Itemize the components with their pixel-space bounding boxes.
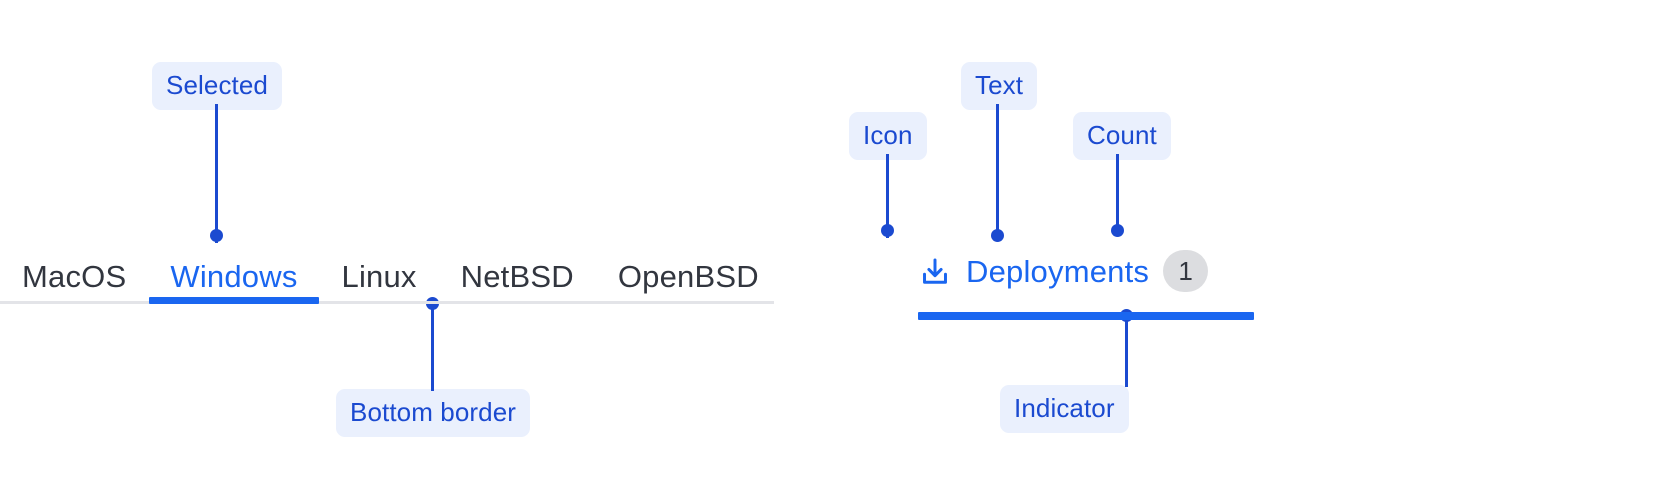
download-icon — [918, 255, 952, 289]
connector-icon — [886, 154, 889, 238]
tablist-inner: MacOS Windows Linux NetBSD OpenBSD — [0, 248, 774, 304]
connector-dot-count — [1111, 224, 1124, 237]
tab-windows[interactable]: Windows — [148, 248, 319, 304]
callout-count: Count — [1073, 112, 1171, 160]
callout-indicator: Indicator — [1000, 385, 1129, 433]
callout-selected: Selected — [152, 62, 282, 110]
tablist-deployments: Deployments 1 — [918, 248, 1209, 304]
tab-deployments-count-badge: 1 — [1163, 250, 1209, 292]
tab-linux[interactable]: Linux — [320, 248, 439, 301]
tab-macos[interactable]: MacOS — [0, 248, 148, 301]
tab-openbsd[interactable]: OpenBSD — [596, 248, 781, 301]
callout-text: Text — [961, 62, 1038, 110]
callout-bottom-border: Bottom border — [336, 389, 531, 437]
connector-dot-selected — [210, 229, 223, 242]
connector-text — [996, 104, 999, 238]
tab-selected-indicator — [918, 312, 1254, 320]
tab-deployments[interactable]: Deployments 1 — [918, 248, 1209, 304]
connector-dot-icon — [881, 224, 894, 237]
connector-bottom-border — [431, 303, 434, 391]
connector-dot-text — [991, 229, 1004, 242]
tablist-os: MacOS Windows Linux NetBSD OpenBSD — [0, 248, 774, 304]
tab-deployments-label: Deployments — [966, 253, 1150, 289]
connector-indicator — [1125, 314, 1128, 387]
connector-count — [1116, 154, 1119, 234]
connector-selected — [215, 104, 218, 243]
callout-icon: Icon — [849, 112, 927, 160]
tab-netbsd[interactable]: NetBSD — [439, 248, 596, 301]
